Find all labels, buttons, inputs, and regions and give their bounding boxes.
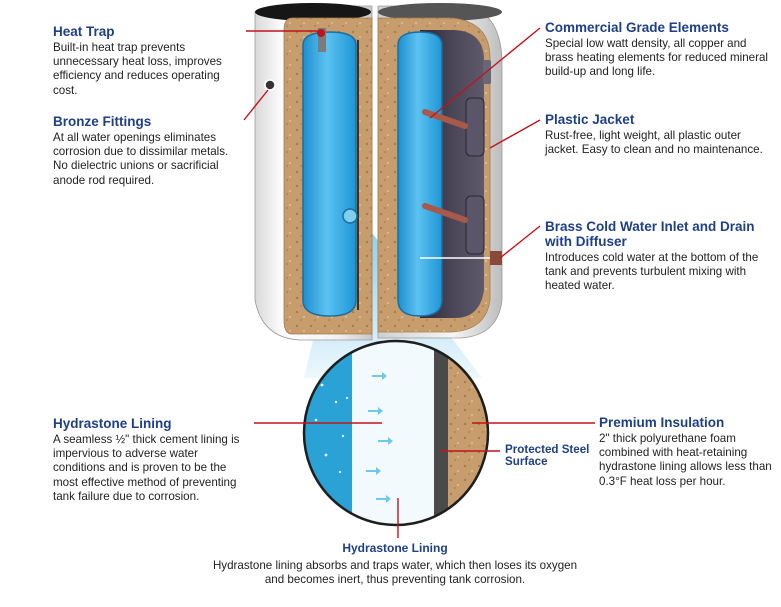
- hydrastone-absorption-text: Hydrastone lining absorbs and traps wate…: [212, 559, 578, 587]
- hydrastone-lining-text: A seamless ½" thick cement lining is imp…: [53, 433, 240, 503]
- magnifier-ring: [302, 339, 490, 527]
- bronze-fittings-title: Bronze Fittings: [53, 114, 152, 129]
- hydrastone-absorption-callout: Hydrastone Lining Hydrastone lining abso…: [210, 541, 580, 587]
- leader-lines: [243, 27, 595, 538]
- bronze-fitting: [264, 79, 276, 91]
- hydrastone-lining-callout: Hydrastone Lining A seamless ½" thick ce…: [53, 416, 253, 504]
- magnifier-origin: [342, 208, 358, 224]
- protected-steel-title: Protected Steel Surface: [505, 443, 590, 468]
- left-tank-half: [254, 3, 373, 341]
- plastic-jacket-title: Plastic Jacket: [545, 112, 635, 127]
- brass-inlet-text: Introduces cold water at the bottom of t…: [545, 251, 759, 293]
- commercial-elements-title: Commercial Grade Elements: [545, 20, 729, 35]
- plastic-jacket-text: Rust-free, light weight, all plastic out…: [545, 129, 763, 157]
- heat-trap-title: Heat Trap: [53, 24, 115, 39]
- heat-trap-text: Built-in heat trap prevents unnecessary …: [53, 41, 222, 97]
- heat-trap-nipple: [318, 28, 326, 52]
- heat-trap-callout: Heat Trap Built-in heat trap prevents un…: [53, 24, 243, 98]
- premium-insulation-title: Premium Insulation: [599, 415, 725, 430]
- plastic-jacket-callout: Plastic Jacket Rust-free, light weight, …: [545, 112, 777, 157]
- brass-inlet-title: Brass Cold Water Inlet and Drain with Di…: [545, 219, 755, 249]
- commercial-elements-text: Special low watt density, all copper and…: [545, 37, 768, 79]
- protected-steel-callout: Protected Steel Surface: [505, 444, 615, 468]
- hydrastone-absorption-title: Hydrastone Lining: [342, 541, 448, 555]
- bronze-fittings-callout: Bronze Fittings At all water openings el…: [53, 114, 243, 188]
- hydrastone-lining-title: Hydrastone Lining: [53, 416, 172, 431]
- premium-insulation-text: 2" thick polyurethane foam combined with…: [599, 432, 772, 488]
- brass-inlet-callout: Brass Cold Water Inlet and Drain with Di…: [545, 219, 777, 294]
- right-tank-half: [377, 3, 503, 339]
- heat-trap-marker: [317, 29, 325, 37]
- commercial-elements-callout: Commercial Grade Elements Special low wa…: [545, 20, 777, 80]
- bronze-fittings-text: At all water openings eliminates corrosi…: [53, 131, 229, 187]
- premium-insulation-callout: Premium Insulation 2" thick polyurethane…: [599, 415, 777, 489]
